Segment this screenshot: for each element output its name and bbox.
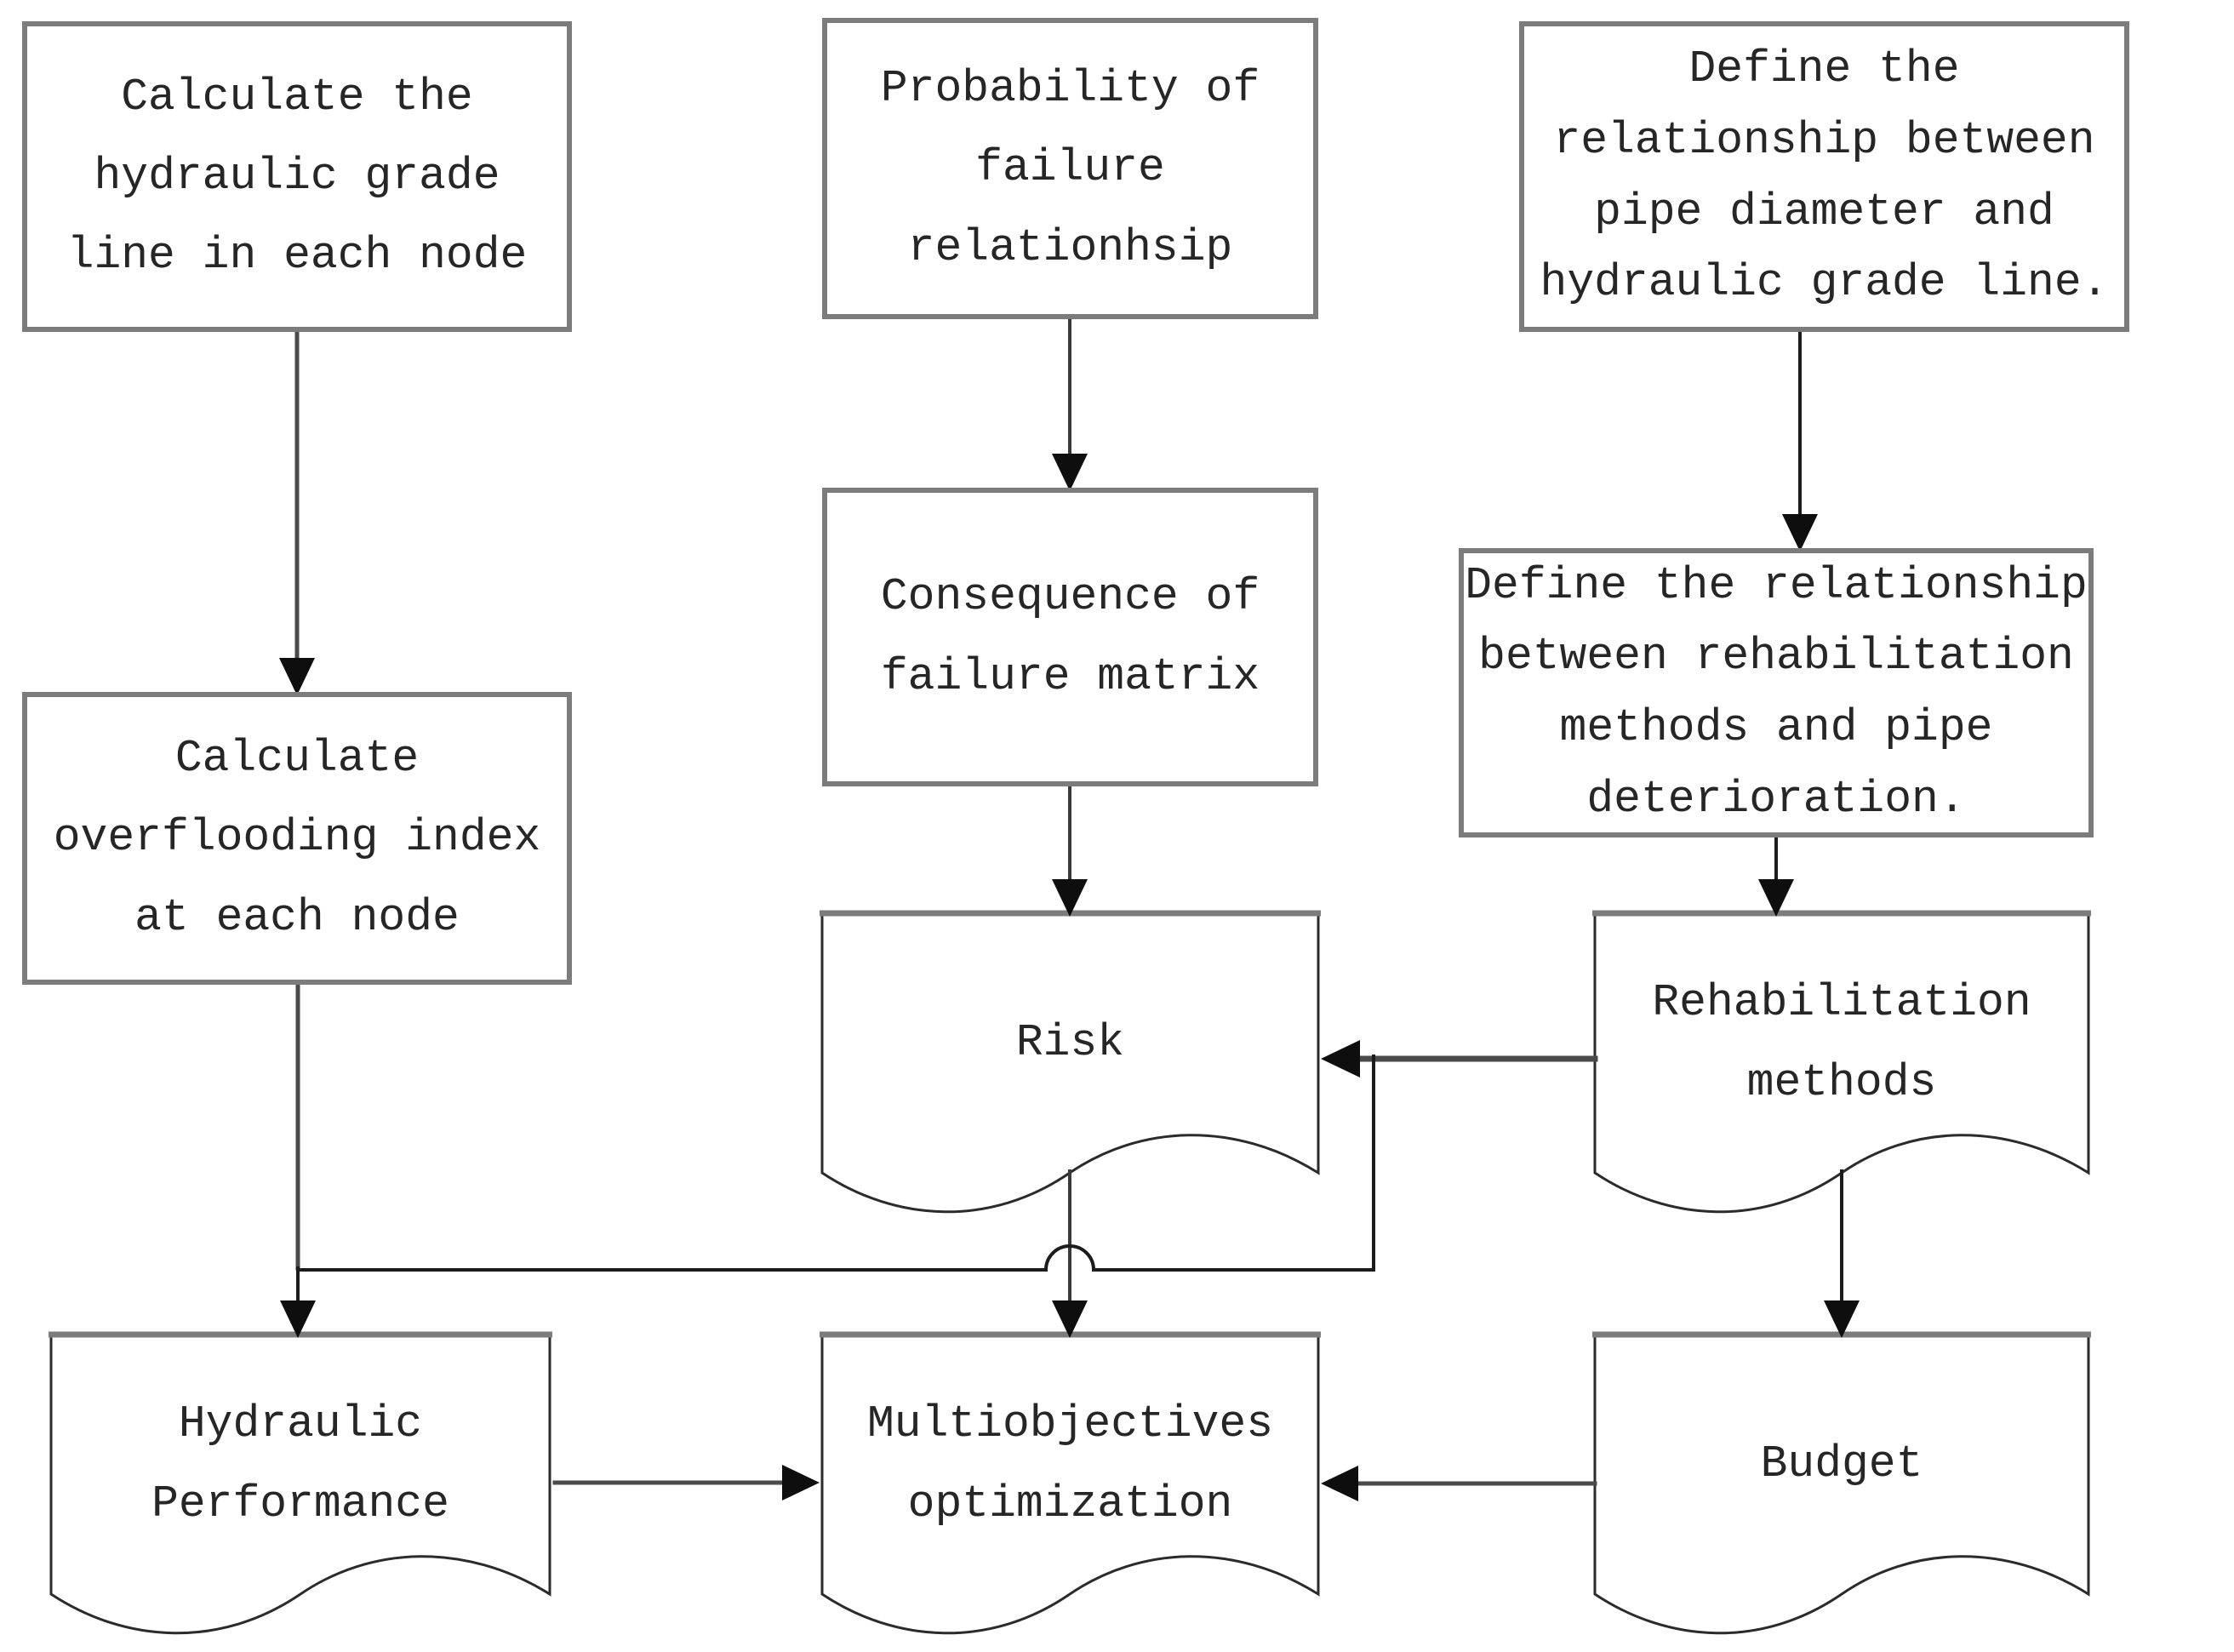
node-consequence-of-failure-matrix-label: Consequence of failure matrix: [880, 571, 1260, 702]
node-budget-label: Budget: [1760, 1438, 1923, 1489]
edge-definerehab-to-rehab-arrowhead: [1758, 879, 1794, 917]
node-risk-label: Risk: [1015, 1016, 1125, 1068]
node-rehabilitation-methods: Rehabilitation methods: [1595, 913, 2088, 1173]
node-multiobjectives-optimization-label: Multiobjectives optimization: [866, 1398, 1274, 1529]
edge-consequence-to-risk-arrowhead: [1052, 879, 1088, 917]
node-calculate-overflooding-index-label: Calculate overflooding index at each nod…: [53, 733, 541, 943]
node-rehabilitation-methods-label: Rehabilitation methods: [1652, 977, 2031, 1108]
line-jump-hop: [1043, 1244, 1096, 1272]
edge-hydraulic-to-multiobjectives-arrowhead: [782, 1465, 820, 1501]
node-define-pipe-diameter-relationship: Define the relationship between pipe dia…: [1519, 21, 2129, 332]
node-define-pipe-diameter-relationship-label: Define the relationship between pipe dia…: [1540, 43, 2109, 309]
edge-rehab-to-risk-arrowhead: [1321, 1040, 1360, 1078]
edge-rehab-to-budget-arrowhead: [1824, 1300, 1860, 1338]
node-hydraulic-performance-label: Hydraulic Performance: [151, 1398, 449, 1529]
edges: [279, 317, 1860, 1501]
node-probability-of-failure-label: Probability of failure relationhsip: [880, 63, 1260, 273]
multiobjectives-document-shape: [820, 1333, 1320, 1635]
node-risk: Risk: [822, 913, 1318, 1173]
edge-risk-to-multiobjectives-arrowhead: [1052, 1300, 1088, 1338]
edge-budget-to-multiobjectives-arrowhead: [1321, 1466, 1358, 1501]
node-budget: Budget: [1595, 1335, 2088, 1594]
node-calculate-hydraulic-grade-line: Calculate the hydraulic grade line in ea…: [22, 21, 572, 332]
node-define-rehabilitation-relationship: Define the relationship between rehabili…: [1459, 548, 2094, 837]
node-multiobjectives-optimization: Multiobjectives optimization: [822, 1335, 1318, 1594]
node-define-rehabilitation-relationship-label: Define the relationship between rehabili…: [1465, 559, 2088, 825]
node-calculate-overflooding-index: Calculate overflooding index at each nod…: [22, 692, 572, 985]
node-consequence-of-failure-matrix: Consequence of failure matrix: [822, 488, 1318, 786]
node-hydraulic-performance: Hydraulic Performance: [51, 1335, 550, 1594]
node-probability-of-failure: Probability of failure relationhsip: [822, 18, 1318, 319]
edge-hgl-to-overflooding-arrowhead: [279, 658, 315, 695]
edge-overflooding-to-hydraulic-arrowhead: [280, 1300, 316, 1338]
hydraulic-performance-document-shape: [49, 1333, 551, 1635]
node-calculate-hydraulic-grade-line-label: Calculate the hydraulic grade line in ea…: [66, 71, 528, 282]
budget-document-shape: [1593, 1333, 2090, 1635]
edge-probability-to-consequence-arrowhead: [1052, 454, 1088, 491]
edge-definepipe-to-definerehab-arrowhead: [1782, 514, 1818, 552]
document-shapes: [49, 912, 2090, 1635]
